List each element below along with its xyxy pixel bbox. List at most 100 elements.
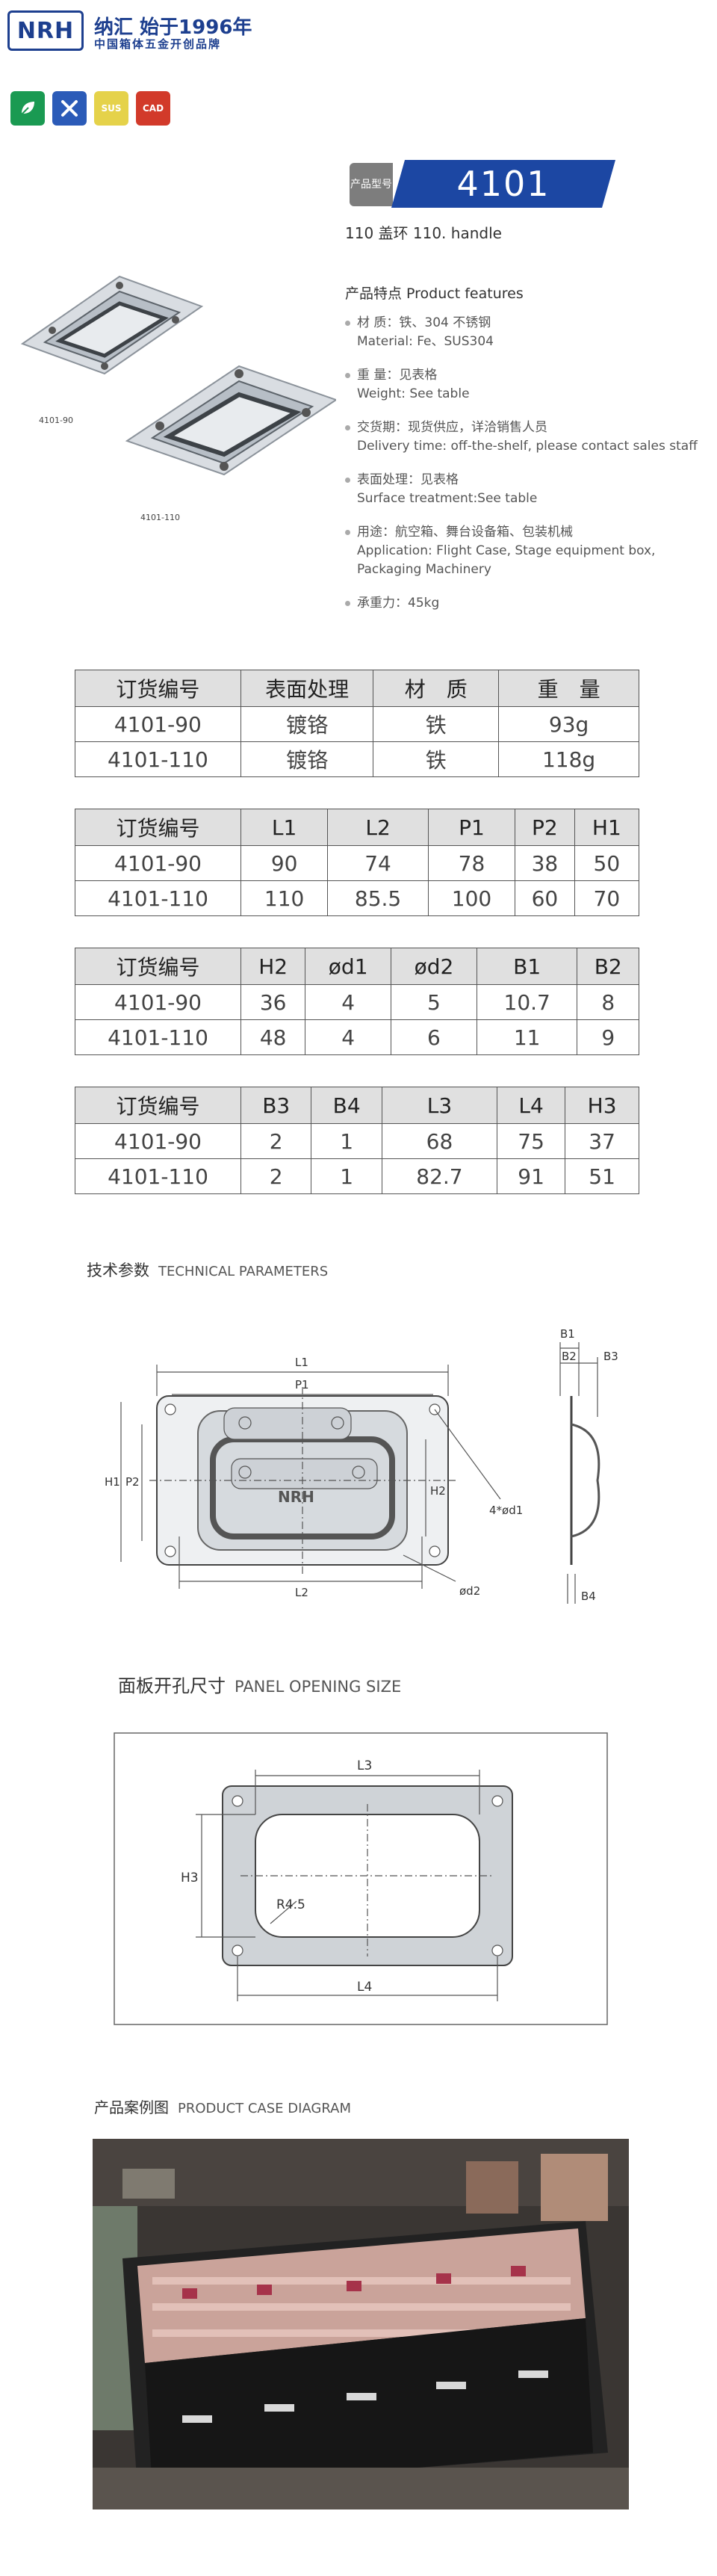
- table-cell: 4101-110: [75, 741, 241, 777]
- table-header: 订货编号: [75, 670, 241, 707]
- table-cell: 60: [515, 880, 575, 916]
- table-header: ød1: [305, 948, 392, 985]
- table-cell: 2: [240, 1158, 312, 1194]
- table-header-row: 订货编号 H2 ød1 ød2 B1 B2: [75, 948, 639, 985]
- product-image: [20, 275, 336, 476]
- table-header: L2: [327, 809, 429, 846]
- feature-text: 用途：航空箱、舞台设备箱、包装机械: [357, 525, 573, 540]
- table-cell: 4: [305, 1019, 392, 1055]
- label-L1: L1: [295, 1356, 308, 1369]
- feature-text-en: Weight: See table: [357, 386, 470, 401]
- table-row: 4101-90 镀铬 铁 93g: [75, 706, 639, 742]
- table-header: 表面处理: [240, 670, 374, 707]
- table-header: ød2: [391, 948, 477, 985]
- table-cell: 11: [476, 1019, 578, 1055]
- table-cell: 铁: [373, 706, 500, 742]
- table-header: L4: [497, 1087, 566, 1124]
- label-L2: L2: [295, 1586, 308, 1599]
- table-row: 4101-110 镀铬 铁 118g: [75, 741, 639, 777]
- case-photo-illustration: [93, 2139, 629, 2509]
- table-header: H2: [240, 948, 306, 985]
- table-cell: 铁: [373, 741, 500, 777]
- tools-icon: [52, 91, 87, 126]
- table-cell: 镀铬: [240, 706, 374, 742]
- table-header: P2: [515, 809, 575, 846]
- panel-drawing: L3 H3 R4.5 L4: [114, 1732, 608, 2025]
- brand-slogan: 纳汇 始于1996年: [94, 16, 252, 39]
- label-B3: B3: [603, 1350, 618, 1363]
- table-header: L3: [381, 1087, 498, 1124]
- table-cell: 93g: [498, 706, 639, 742]
- table-cell: 37: [565, 1123, 639, 1159]
- table-header: 订货编号: [75, 948, 241, 985]
- label-H2: H2: [430, 1484, 446, 1498]
- label-L3: L3: [357, 1758, 372, 1773]
- case-title-en: PRODUCT CASE DIAGRAM: [178, 2101, 351, 2116]
- feature-text: 承重力：45kg: [357, 596, 440, 611]
- image-caption-110: 4101-110: [140, 513, 180, 522]
- table-cell: 5: [391, 984, 477, 1020]
- table-row: 4101-90 90 74 78 38 50: [75, 845, 640, 881]
- table-cell: 50: [574, 845, 640, 881]
- feature-text-en: Application: Flight Case, Stage equipmen…: [357, 543, 656, 577]
- table-cell: 4101-90: [75, 984, 241, 1020]
- table-cell: 4101-110: [75, 880, 241, 916]
- label-B2: B2: [562, 1350, 577, 1363]
- label-d2: ød2: [459, 1584, 480, 1598]
- sus-badge: SUS: [94, 91, 128, 126]
- drawing-logo: NRH: [278, 1488, 314, 1506]
- table-row: 4101-90 2 1 68 75 37: [75, 1123, 639, 1159]
- panel-title-cn: 面板开孔尺寸: [118, 1675, 226, 1696]
- table-cell: 4101-90: [75, 706, 241, 742]
- feature-text-en: Surface treatment:See table: [357, 491, 538, 506]
- feature-load: 承重力：45kg: [344, 594, 440, 613]
- table-cell: 68: [381, 1123, 498, 1159]
- table-cell: 48: [240, 1019, 306, 1055]
- feature-delivery: 交货期：现货供应，详洽销售人员 Delivery time: off-the-s…: [345, 418, 698, 456]
- table-header: B2: [577, 948, 639, 985]
- table-header: B1: [476, 948, 578, 985]
- feature-weight: 重 量：见表格 Weight: See table: [345, 366, 470, 404]
- table-header-row: 订货编号 L1 L2 P1 P2 H1: [75, 809, 640, 846]
- table-cell: 74: [327, 845, 429, 881]
- spec-table-1: 订货编号 表面处理 材 质 重 量 4101-90 镀铬 铁 93g 4101-…: [75, 670, 639, 777]
- label-P2: P2: [125, 1475, 140, 1489]
- table-row: 4101-110 48 4 6 11 9: [75, 1019, 639, 1055]
- table-cell: 90: [240, 845, 329, 881]
- table-cell: 9: [577, 1019, 639, 1055]
- feature-text: 材 质：铁、304 不锈钢: [357, 315, 491, 330]
- model-number: 4101: [391, 160, 615, 208]
- image-caption-90: 4101-90: [39, 416, 73, 425]
- cad-badge: CAD: [136, 91, 170, 126]
- table-header: 材 质: [373, 670, 500, 707]
- table-header: H1: [574, 809, 640, 846]
- brand-tagline: 中国箱体五金开创品牌: [94, 37, 222, 51]
- spec-table-3: 订货编号 H2 ød1 ød2 B1 B2 4101-90 36 4 5 10.…: [75, 948, 639, 1055]
- feature-application: 用途：航空箱、舞台设备箱、包装机械 Application: Flight Ca…: [345, 523, 686, 579]
- feature-text-en: Material: Fe、SUS304: [357, 334, 494, 349]
- table-row: 4101-110 2 1 82.7 91 51: [75, 1158, 639, 1194]
- table-cell: 70: [574, 880, 640, 916]
- table-header: H3: [565, 1087, 639, 1124]
- table-cell: 100: [427, 880, 516, 916]
- spec-table-2: 订货编号 L1 L2 P1 P2 H1 4101-90 90 74 78 38 …: [75, 809, 640, 916]
- feature-text: 表面处理：见表格: [357, 472, 459, 487]
- feature-surface: 表面处理：见表格 Surface treatment:See table: [344, 471, 538, 508]
- table-cell: 36: [240, 984, 306, 1020]
- label-d1: 4*ød1: [489, 1504, 523, 1517]
- table-cell: 51: [565, 1158, 639, 1194]
- case-title-cn: 产品案例图: [94, 2098, 169, 2116]
- table-header: 订货编号: [75, 809, 241, 846]
- feature-text: 重 量：见表格: [357, 368, 438, 383]
- table-header: 重 量: [498, 670, 639, 707]
- table-cell: 1: [311, 1158, 382, 1194]
- table-cell: 85.5: [327, 880, 429, 916]
- technical-drawing: L1 P1 H1 P2 H2 L2 4*ød1 ød2 B1 B2 B3 B4 …: [105, 1327, 618, 1604]
- case-title: 产品案例图 PRODUCT CASE DIAGRAM: [94, 2095, 351, 2117]
- label-H3: H3: [181, 1871, 199, 1885]
- table-header: B4: [311, 1087, 382, 1124]
- table-cell: 1: [311, 1123, 382, 1159]
- table-header: L1: [240, 809, 329, 846]
